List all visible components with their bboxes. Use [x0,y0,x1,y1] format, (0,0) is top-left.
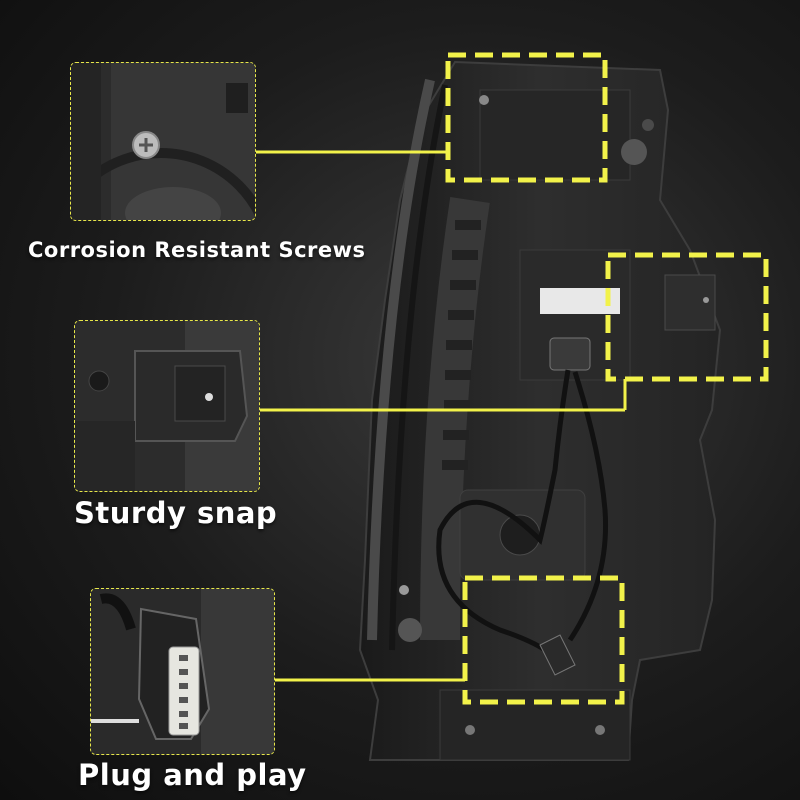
snap-clip-icon [75,321,259,491]
inset-snap-detail [74,320,260,492]
inset-plug-detail [90,588,275,755]
screw-icon [71,63,255,220]
caption-corrosion-resistant-screws: Corrosion Resistant Screws [28,238,366,262]
caption-plug-and-play: Plug and play [78,758,307,792]
caption-sturdy-snap: Sturdy snap [74,496,278,530]
connector-plug-icon [91,589,274,754]
inset-screw-detail [70,62,256,221]
highlight-box-plug [462,575,625,705]
highlight-box-screws [445,52,608,183]
highlight-box-snap [605,252,769,382]
